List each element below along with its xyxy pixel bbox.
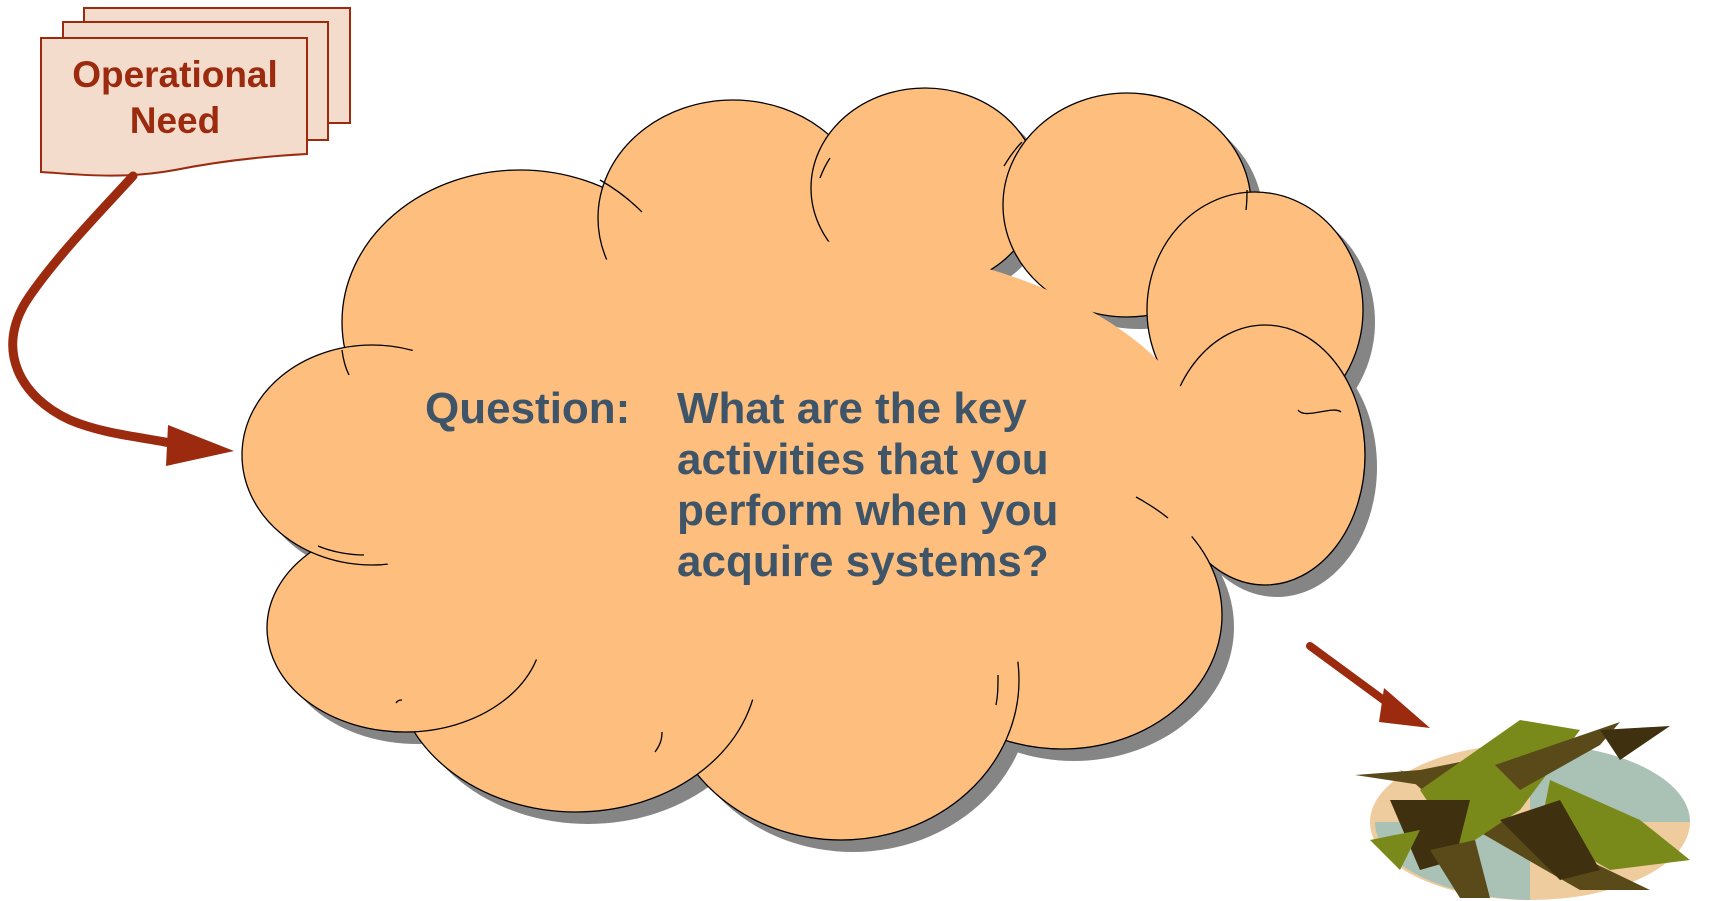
aircraft-graphic [1355, 720, 1690, 900]
document-front-sheet [40, 37, 308, 177]
military-aircraft-icon [1355, 720, 1690, 898]
operational-need-document-stack [40, 7, 351, 177]
operational-need-label: Operational Need [40, 52, 310, 144]
straight-arrow [1306, 642, 1430, 728]
curved-arrow-head [166, 425, 234, 466]
curved-arrow-shaft [8, 171, 180, 449]
question-cloud [241, 87, 1377, 852]
straight-arrow-head [1379, 688, 1430, 728]
question-line-4: acquire systems? [677, 537, 1049, 586]
question-line-2: activities that you [677, 435, 1049, 484]
question-line-1: What are the key [677, 384, 1027, 433]
question-label: Question: [425, 384, 631, 433]
curved-arrow [8, 171, 234, 466]
question-text: What are the key activities that you per… [677, 383, 1137, 587]
cloud-body-fill [350, 240, 1210, 700]
question-line-3: perform when you [677, 486, 1059, 535]
operational-need-line-1: Operational [72, 54, 278, 95]
operational-need-line-2: Need [129, 100, 221, 141]
cloud-inner-folds [317, 141, 1342, 753]
